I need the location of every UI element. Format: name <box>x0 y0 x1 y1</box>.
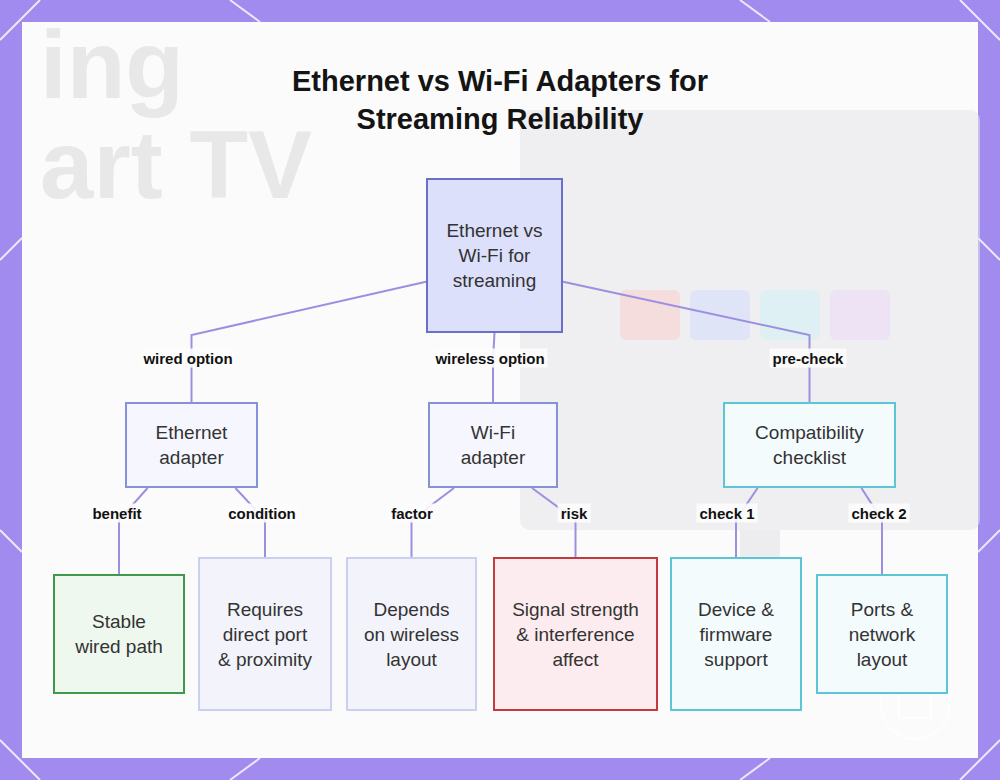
connector-line <box>412 488 455 557</box>
connector-line <box>493 333 495 402</box>
checklist-box: Compatibility checklist <box>723 402 896 488</box>
edge-label: factor <box>388 504 436 523</box>
edge-label: wireless option <box>432 349 547 368</box>
connector-line <box>736 488 758 557</box>
edge-label: check 1 <box>696 504 757 523</box>
connector-line <box>235 488 265 557</box>
check-box: Ports & network layout <box>816 574 948 694</box>
node-text: Requires direct port & proximity <box>214 597 316 672</box>
edge-label: pre-check <box>770 349 847 368</box>
node-text: Stable wired path <box>69 609 169 659</box>
factor-box: Depends on wireless layout <box>346 557 477 711</box>
background-text: ing <box>40 10 184 120</box>
node-text: Compatibility checklist <box>739 420 880 470</box>
option-box: Ethernet adapter <box>125 402 258 488</box>
edge-label: condition <box>225 504 299 523</box>
node-text: Signal strength & interference affect <box>509 597 642 672</box>
connector-line <box>119 488 148 574</box>
connector-line <box>861 488 882 574</box>
connector-line <box>192 282 427 402</box>
edge-label: benefit <box>89 504 144 523</box>
edge-label: wired option <box>140 349 235 368</box>
edge-label: risk <box>558 504 591 523</box>
check-box: Device & firmware support <box>670 557 802 711</box>
node-text: Wi-Fi adapter <box>444 420 542 470</box>
background-text: art TV <box>40 110 312 220</box>
condition-box: Requires direct port & proximity <box>198 557 332 711</box>
benefit-box: Stable wired path <box>53 574 185 694</box>
node-text: Ports & network layout <box>832 597 932 672</box>
node-text: Ethernet vs Wi-Fi for streaming <box>442 218 547 293</box>
node-text: Depends on wireless layout <box>362 597 461 672</box>
diagram-title: Ethernet vs Wi-Fi Adapters for Streaming… <box>250 62 750 138</box>
root-topic-box: Ethernet vs Wi-Fi for streaming <box>426 178 563 333</box>
edge-label: check 2 <box>848 504 909 523</box>
connector-line <box>532 488 576 557</box>
risk-box: Signal strength & interference affect <box>493 557 658 711</box>
connector-line <box>563 282 810 402</box>
node-text: Device & firmware support <box>686 597 786 672</box>
node-text: Ethernet adapter <box>141 420 242 470</box>
option-box: Wi-Fi adapter <box>428 402 558 488</box>
blurred-tv <box>520 110 980 560</box>
